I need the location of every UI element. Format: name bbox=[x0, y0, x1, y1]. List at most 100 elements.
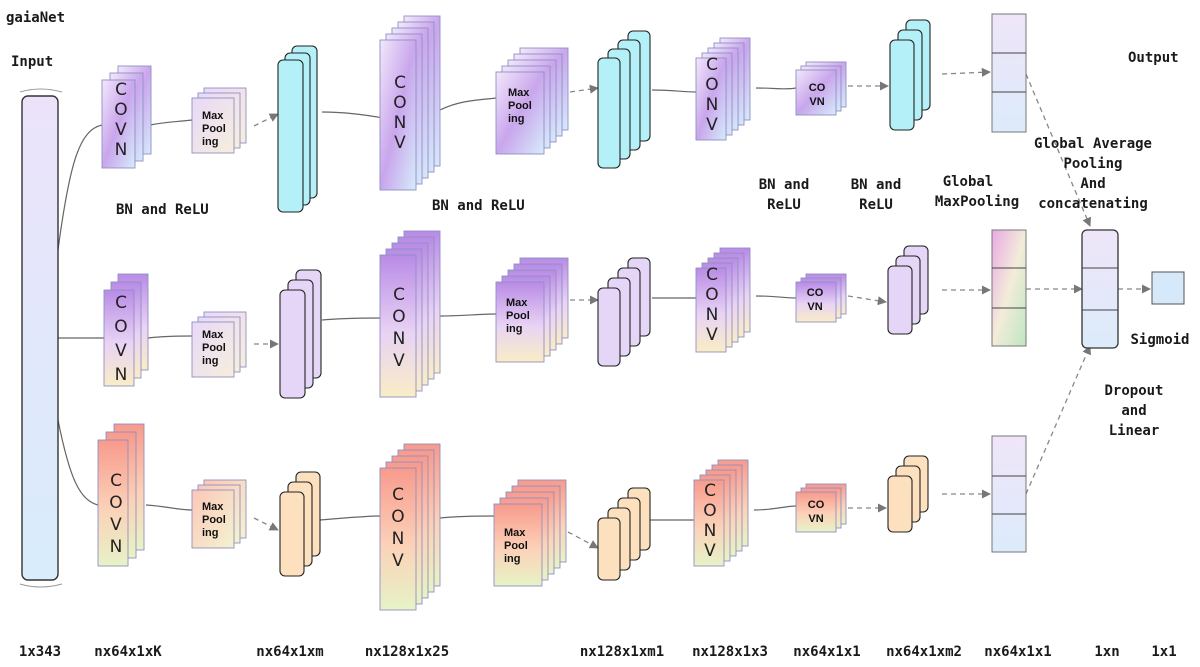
row2-covn-small-label: VN bbox=[807, 301, 822, 313]
row1-maxpool2-block-layer bbox=[495, 71, 545, 155]
input-label: Input bbox=[11, 54, 53, 70]
row2-global-maxpool-vector bbox=[991, 229, 1027, 347]
row1-link-e bbox=[755, 87, 797, 90]
sigmoid-label: Sigmoid bbox=[1130, 332, 1189, 348]
bn-relu-label: ReLU bbox=[767, 197, 801, 213]
row2-link-e bbox=[755, 295, 797, 299]
row3-maxpool2-label: Pool bbox=[504, 540, 528, 552]
row3-maxpool-label: Max bbox=[202, 501, 224, 513]
row3-bn-columns bbox=[279, 471, 321, 577]
row3-covn-small-label: CO bbox=[808, 499, 825, 511]
row2-maxpool2-label: Pool bbox=[506, 310, 530, 322]
row1-bn-columns-3 bbox=[889, 19, 931, 131]
row1-bn-columns-layer bbox=[277, 59, 304, 213]
row2-conv2-letter: V bbox=[706, 325, 718, 345]
input-to-branch-3 bbox=[57, 419, 99, 506]
row2-conv2-block-layer bbox=[695, 267, 727, 353]
row1-maxpool2-block bbox=[495, 47, 569, 155]
row3-to-concat bbox=[1025, 345, 1091, 495]
global-avgpool-label: Global Average bbox=[1034, 136, 1152, 152]
row3-maxpool2-label: Max bbox=[504, 527, 526, 539]
output-label: Output bbox=[1128, 50, 1179, 66]
global-avgpool-label: concatenating bbox=[1038, 196, 1148, 212]
row2-covn-letter: V bbox=[115, 341, 127, 361]
row3-maxpool2-block bbox=[493, 479, 567, 587]
row2-link-a bbox=[147, 335, 193, 339]
row1-to-concat bbox=[1025, 73, 1092, 227]
row3-bn-columns-2-layer bbox=[597, 517, 621, 581]
row3-maxpool-label: Pool bbox=[202, 514, 226, 526]
dimension-label: nx64x1xm bbox=[256, 644, 323, 660]
row3-covn-small-label: VN bbox=[808, 513, 823, 525]
row3-bn-columns-layer bbox=[279, 491, 305, 577]
bn-relu-label: BN and ReLU bbox=[116, 202, 209, 218]
row1-maxpool-block-layer bbox=[191, 97, 235, 154]
row2-covn-letter: O bbox=[114, 317, 127, 337]
row1-covn-block bbox=[101, 65, 152, 169]
dimension-label: nx64x1xK bbox=[94, 644, 162, 660]
row3-dash-b bbox=[567, 531, 599, 549]
row1-conv2-letter: N bbox=[706, 95, 719, 115]
row1-maxpool2-label: Pool bbox=[508, 100, 532, 112]
row1-maxpool-block bbox=[191, 87, 247, 154]
global-avgpool-label: And bbox=[1080, 176, 1105, 192]
row1-bn-columns-3-layer bbox=[889, 39, 915, 131]
row2-maxpool-block-layer bbox=[191, 321, 235, 378]
row1-maxpool-label: ing bbox=[202, 136, 219, 148]
input-to-branch-1 bbox=[57, 124, 103, 251]
diagram-labels: COVNMaxPoolingCONVMaxPoolingCONVCOVNCOVN… bbox=[6, 10, 1190, 660]
row2-link-b bbox=[321, 317, 383, 321]
bn-relu-label: BN and bbox=[851, 177, 902, 193]
input-vector bbox=[21, 95, 59, 581]
row1-covn-letter: O bbox=[114, 100, 127, 120]
row1-covn-small-label: VN bbox=[809, 96, 824, 108]
row2-dash-c bbox=[847, 295, 887, 306]
row2-bn-columns-layer bbox=[279, 289, 306, 399]
row1-covn-letter: N bbox=[115, 140, 128, 160]
row1-conv2-letter: C bbox=[706, 55, 718, 75]
row3-covn-letter: N bbox=[110, 537, 123, 557]
input-bracket-bottom bbox=[19, 583, 63, 588]
row2-maxpool2-label: ing bbox=[506, 323, 523, 335]
dropout-label: Dropout bbox=[1104, 383, 1163, 399]
row1-conv-letter: O bbox=[393, 93, 406, 113]
row3-conv-block bbox=[379, 443, 441, 611]
row2-maxpool-block bbox=[191, 311, 247, 378]
dimension-label: nx128x1x25 bbox=[365, 644, 449, 660]
row1-covn-small-layer bbox=[795, 69, 837, 116]
row2-conv2-letter: N bbox=[706, 305, 719, 325]
row2-bn-columns bbox=[279, 269, 322, 399]
row2-bn-columns-2 bbox=[597, 257, 651, 367]
row1-covn-letter: V bbox=[115, 120, 127, 140]
row1-maxpool2-label: ing bbox=[508, 113, 525, 125]
row3-bn-columns-3 bbox=[887, 455, 929, 533]
row2-bn-columns-3 bbox=[887, 245, 929, 335]
row2-link-c bbox=[439, 313, 497, 317]
row2-covn-block-layer bbox=[103, 289, 135, 387]
global-maxpool-label: MaxPooling bbox=[935, 194, 1019, 210]
dropout-label: and bbox=[1121, 403, 1146, 419]
row2-maxpool-label: Max bbox=[202, 329, 224, 341]
concat-vector bbox=[1081, 229, 1119, 349]
row3-bn-columns-2 bbox=[597, 487, 651, 581]
row2-conv-letter: V bbox=[393, 351, 405, 371]
row1-covn-small-label: CO bbox=[809, 82, 826, 94]
row3-link-c bbox=[439, 515, 495, 519]
row2-conv2-letter: C bbox=[706, 265, 718, 285]
row3-maxpool-block bbox=[191, 479, 247, 549]
input-bracket-top bbox=[19, 88, 63, 93]
row2-covn-letter: C bbox=[115, 293, 127, 313]
row3-covn-letter: O bbox=[109, 493, 122, 513]
row3-maxpool2-block-layer bbox=[493, 503, 543, 587]
bn-relu-label: BN and ReLU bbox=[432, 198, 525, 214]
row1-conv2-letter: O bbox=[705, 75, 718, 95]
row3-maxpool2-label: ing bbox=[504, 553, 521, 565]
dimension-label: nx64x1x1 bbox=[793, 644, 860, 660]
row3-conv-letter: C bbox=[392, 485, 404, 505]
row3-conv-letter: O bbox=[391, 507, 404, 527]
row3-conv2-letter: N bbox=[704, 521, 717, 541]
row2-bn-columns-3-layer bbox=[887, 265, 913, 335]
row3-conv2-letter: C bbox=[704, 481, 716, 501]
row1-conv-letter: N bbox=[394, 113, 407, 133]
row1-maxpool-label: Pool bbox=[202, 123, 226, 135]
